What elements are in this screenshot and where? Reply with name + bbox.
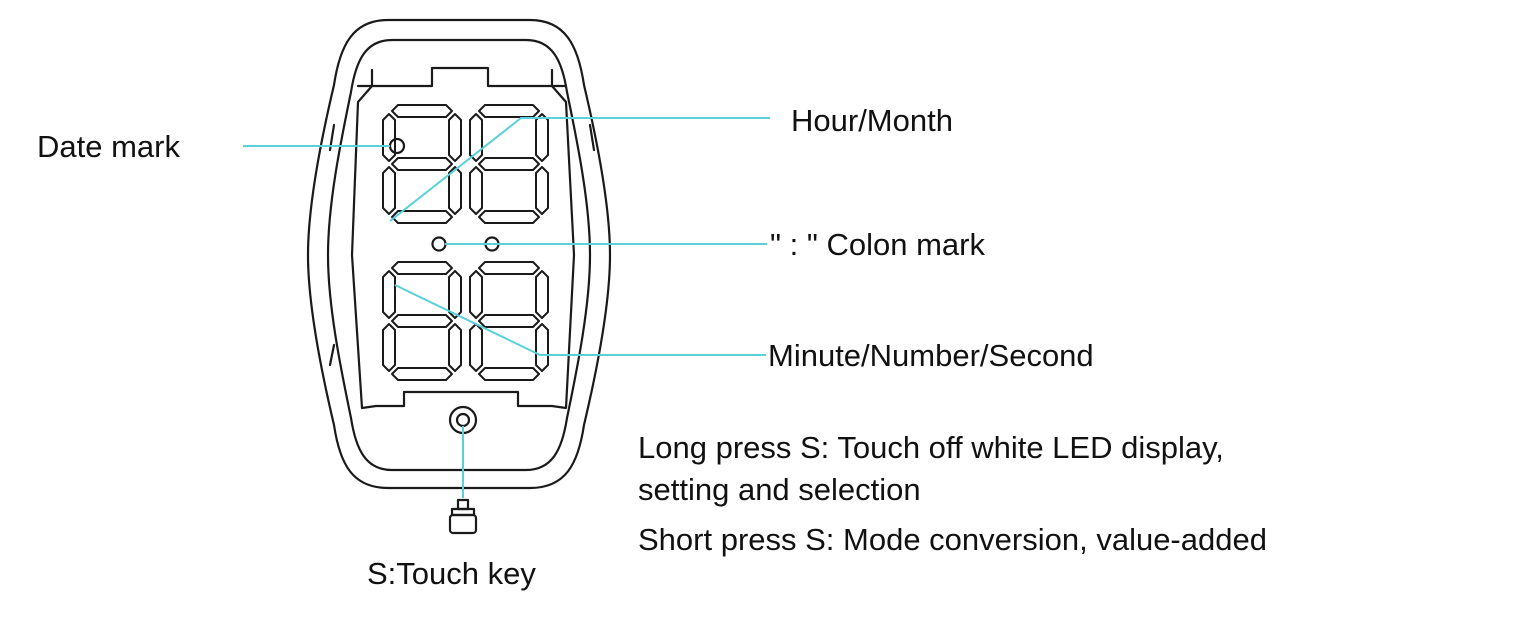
segment-d bbox=[391, 210, 453, 224]
segment-d bbox=[478, 367, 540, 381]
segment-g bbox=[391, 314, 453, 328]
digit-hour-ones bbox=[469, 104, 549, 224]
segment-g bbox=[478, 314, 540, 328]
segment-a bbox=[391, 104, 453, 118]
segment-b bbox=[448, 113, 462, 162]
label-minute-number-second: Minute/Number/Second bbox=[768, 338, 1094, 373]
led-digits bbox=[382, 104, 549, 381]
segment-c bbox=[448, 323, 462, 372]
digit-minute-ones bbox=[469, 261, 549, 381]
digit-hour-tens bbox=[382, 104, 462, 224]
leader-hour-month bbox=[389, 117, 770, 222]
date-mark-dot bbox=[388, 137, 406, 155]
instruction-short-press: Short press S: Mode conversion, value-ad… bbox=[638, 522, 1267, 557]
segment-b bbox=[448, 270, 462, 319]
display-window bbox=[350, 66, 576, 410]
segment-a bbox=[391, 261, 453, 275]
segment-a bbox=[478, 261, 540, 275]
side-button-right bbox=[588, 123, 596, 152]
segment-d bbox=[478, 210, 540, 224]
leader-lines bbox=[243, 117, 770, 498]
digit-minute-tens bbox=[382, 261, 462, 381]
segment-f bbox=[469, 113, 483, 162]
segment-g bbox=[391, 157, 453, 171]
instruction-long-press-line1: Long press S: Touch off white LED displa… bbox=[638, 430, 1224, 465]
segment-e bbox=[382, 166, 396, 215]
instruction-long-press-line2: setting and selection bbox=[638, 472, 921, 507]
segment-c bbox=[535, 166, 549, 215]
touch-key-icon bbox=[448, 498, 478, 535]
segment-f bbox=[469, 270, 483, 319]
leader-minute-second bbox=[394, 284, 766, 356]
segment-c bbox=[535, 323, 549, 372]
segment-f bbox=[382, 113, 396, 162]
segment-e bbox=[469, 166, 483, 215]
segment-b bbox=[535, 270, 549, 319]
segment-e bbox=[382, 323, 396, 372]
label-colon-mark: " : " Colon mark bbox=[770, 227, 985, 262]
segment-e bbox=[469, 323, 483, 372]
colon-dot-left bbox=[431, 236, 447, 252]
label-touch-key: S:Touch key bbox=[367, 556, 536, 591]
segment-f bbox=[382, 270, 396, 319]
label-hour-month: Hour/Month bbox=[791, 103, 953, 138]
device-inner-shell bbox=[326, 38, 592, 472]
window-corner-tr bbox=[550, 68, 568, 88]
touch-key-stem bbox=[456, 498, 470, 511]
side-button-left-bottom bbox=[328, 343, 336, 367]
segment-g bbox=[478, 157, 540, 171]
segment-d bbox=[391, 367, 453, 381]
segment-c bbox=[448, 166, 462, 215]
segment-a bbox=[478, 104, 540, 118]
window-corner-tl bbox=[356, 68, 374, 88]
device-body bbox=[306, 18, 612, 490]
touch-key-base bbox=[448, 513, 478, 535]
label-date-mark: Date mark bbox=[37, 129, 180, 164]
touch-key-center bbox=[455, 412, 471, 428]
device-outer-shell bbox=[306, 18, 612, 490]
segment-b bbox=[535, 113, 549, 162]
